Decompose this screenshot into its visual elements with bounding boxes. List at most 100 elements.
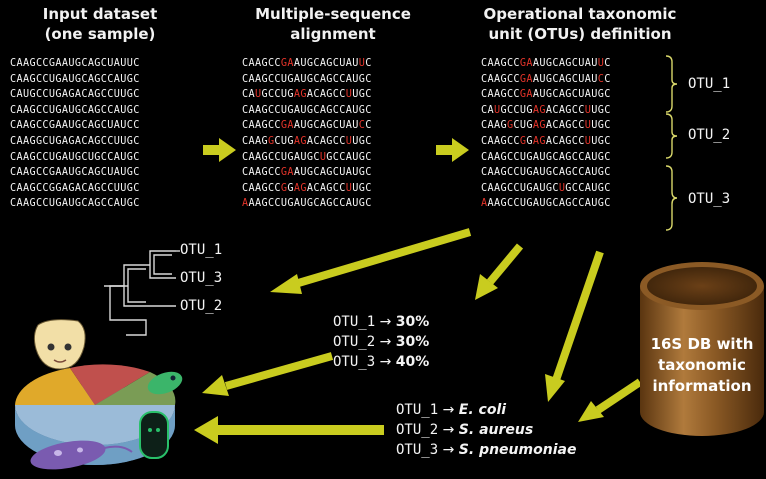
- database-line: taxonomic: [658, 356, 746, 374]
- sequence-row: CAAGCCUGAUGCAGCCAUGC: [481, 167, 611, 179]
- sequence-row: CAAGCCGGAGACAGCCUUGC: [242, 182, 372, 194]
- header-line: Multiple-sequence: [255, 5, 411, 23]
- abundance-list: OTU_1 → 30% OTU_2 → 30% OTU_3 → 40%: [333, 312, 429, 372]
- variant-base: G: [519, 73, 527, 85]
- sequence-row: CAAGGCUGAGACAGCCUUGC: [10, 135, 140, 147]
- variant-base: U: [584, 135, 592, 147]
- sequence-row: CAUGCCUGAGACAGCCUUGC: [481, 104, 611, 116]
- arrow-glyph: →: [442, 442, 455, 458]
- database-cylinder-icon: [640, 262, 764, 436]
- sequence-row: CAAGGCUGAGACAGCCUUGC: [242, 135, 372, 147]
- variant-base: U: [558, 182, 566, 194]
- arrow-abundance-to-pie: [202, 352, 334, 396]
- variant-base: U: [254, 89, 262, 101]
- variant-base: A: [526, 73, 533, 85]
- header-input-dataset: Input dataset (one sample): [10, 4, 190, 44]
- sequence-row: CAAGCCUGAUGCAGCCAUGC: [242, 104, 372, 116]
- sequence-row: CAAGCCGAAUGCAGCUAUUC: [10, 58, 140, 69]
- species-name: S. pneumoniae: [458, 442, 577, 458]
- variant-base: U: [345, 182, 353, 194]
- species-name: S. aureus: [458, 422, 534, 438]
- variant-base: U: [597, 58, 605, 69]
- otu-label-3: OTU_3: [688, 191, 731, 207]
- abundance-otu: OTU_2: [333, 334, 376, 350]
- sequence-row: CAAGCCUGAUGCAGCCAUGC: [10, 104, 140, 116]
- arrow-taxonomy-to-pie: [194, 416, 384, 444]
- taxonomy-otu: OTU_2: [396, 422, 439, 438]
- arrow-glyph: →: [379, 354, 392, 370]
- variant-base: U: [319, 151, 327, 163]
- variant-base: A: [242, 198, 249, 210]
- variant-base: U: [493, 104, 501, 116]
- header-otu-definition: Operational taxonomic unit (OTUs) defini…: [470, 4, 690, 44]
- arrow-alignment-to-otu: [436, 138, 469, 162]
- header-line: Input dataset: [42, 5, 158, 23]
- sequence-row: CAAGCCGAAUGCAGCUAUCC: [481, 73, 611, 85]
- variant-base: A: [532, 135, 540, 147]
- variant-base: A: [287, 120, 294, 132]
- variant-base: G: [506, 120, 514, 132]
- sequence-row: CAAGCCUGAUGCAGCCAUGC: [10, 73, 140, 85]
- variant-base: A: [532, 120, 540, 132]
- variant-base: G: [539, 120, 546, 132]
- variant-base: G: [539, 135, 546, 147]
- abundance-value: 30%: [395, 334, 430, 350]
- header-line: unit (OTUs) definition: [488, 25, 672, 43]
- header-line: (one sample): [44, 25, 156, 43]
- variant-base: G: [519, 89, 527, 101]
- sequence-row: CAAGCCGAAUGCAGCUAUUC: [242, 58, 372, 69]
- arrow-glyph: →: [442, 402, 455, 418]
- abundance-value: 40%: [395, 354, 430, 370]
- sequence-row: AAAGCCUGAUGCAGCCAUGC: [242, 198, 372, 210]
- otu-label-2: OTU_2: [688, 127, 731, 143]
- variant-base: G: [280, 120, 288, 132]
- tree-leaf-label: OTU_1: [180, 242, 223, 258]
- arrow-to-abundance: [475, 243, 524, 300]
- dark-bacillus-icon: [139, 411, 169, 459]
- abundance-value: 30%: [395, 314, 430, 330]
- variant-base: G: [280, 167, 288, 179]
- variant-base: C: [597, 73, 605, 85]
- variant-base: U: [345, 135, 353, 147]
- abundance-otu: OTU_1: [333, 314, 376, 330]
- arrow-input-to-alignment: [203, 138, 236, 162]
- variant-base: A: [481, 198, 488, 210]
- variant-base: G: [267, 135, 275, 147]
- variant-base: G: [519, 135, 527, 147]
- abundance-row: OTU_1 → 30%: [333, 312, 429, 332]
- header-line: alignment: [290, 25, 376, 43]
- taxonomy-row: OTU_1 → E. coli: [396, 400, 576, 420]
- taxonomy-otu: OTU_3: [396, 442, 439, 458]
- variant-base: G: [300, 182, 307, 194]
- sequence-row: CAAGCCGAAUGCAGCUAUGC: [10, 167, 140, 179]
- sequence-row: CAAGCCGAAUGCAGCUAUCC: [10, 120, 140, 132]
- variant-base: C: [358, 120, 366, 132]
- sequence-row: CAAGCCUGAUGCUGCCAUGC: [242, 151, 372, 163]
- arrow-glyph: →: [379, 314, 392, 330]
- sequence-row: CAAGGCUGAGACAGCCUUGC: [481, 120, 611, 132]
- variant-base: A: [287, 167, 294, 179]
- variant-base: G: [280, 182, 288, 194]
- sequence-row: CAAGCCGAAUGCAGCUAUGC: [481, 89, 611, 101]
- variant-base: A: [526, 89, 533, 101]
- abundance-otu: OTU_3: [333, 354, 376, 370]
- sequence-row: CAAGCCUGAUGCUGCCAUGC: [10, 151, 140, 163]
- taxonomy-otu: OTU_1: [396, 402, 439, 418]
- bacteria-cartoon-icon: [33, 319, 86, 370]
- abundance-row: OTU_2 → 30%: [333, 332, 429, 352]
- variant-base: A: [293, 89, 301, 101]
- taxonomy-list: OTU_1 → E. coli OTU_2 → S. aureus OTU_3 …: [396, 400, 576, 460]
- variant-base: U: [358, 58, 366, 69]
- header-line: Operational taxonomic: [483, 5, 677, 23]
- database-label: 16S DB with taxonomic information: [640, 334, 764, 397]
- sequence-row: CAAGCCGAAUGCAGCUAUUC: [481, 58, 611, 69]
- variant-base: A: [287, 58, 294, 69]
- sequence-row: CAAGCCGGAGACAGCCUUGC: [10, 182, 140, 194]
- input-sequence-list: CAAGCCGAAUGCAGCUAUUC CAAGCCUGAUGCAGCCAUGC…: [10, 56, 140, 212]
- sequence-row: CAAGCCUGAUGCUGCCAUGC: [481, 182, 611, 194]
- arrow-to-taxonomy: [545, 250, 604, 402]
- variant-base: G: [539, 104, 546, 116]
- variant-base: G: [280, 58, 288, 69]
- taxonomy-row: OTU_3 → S. pneumoniae: [396, 440, 576, 460]
- variant-base: G: [300, 135, 307, 147]
